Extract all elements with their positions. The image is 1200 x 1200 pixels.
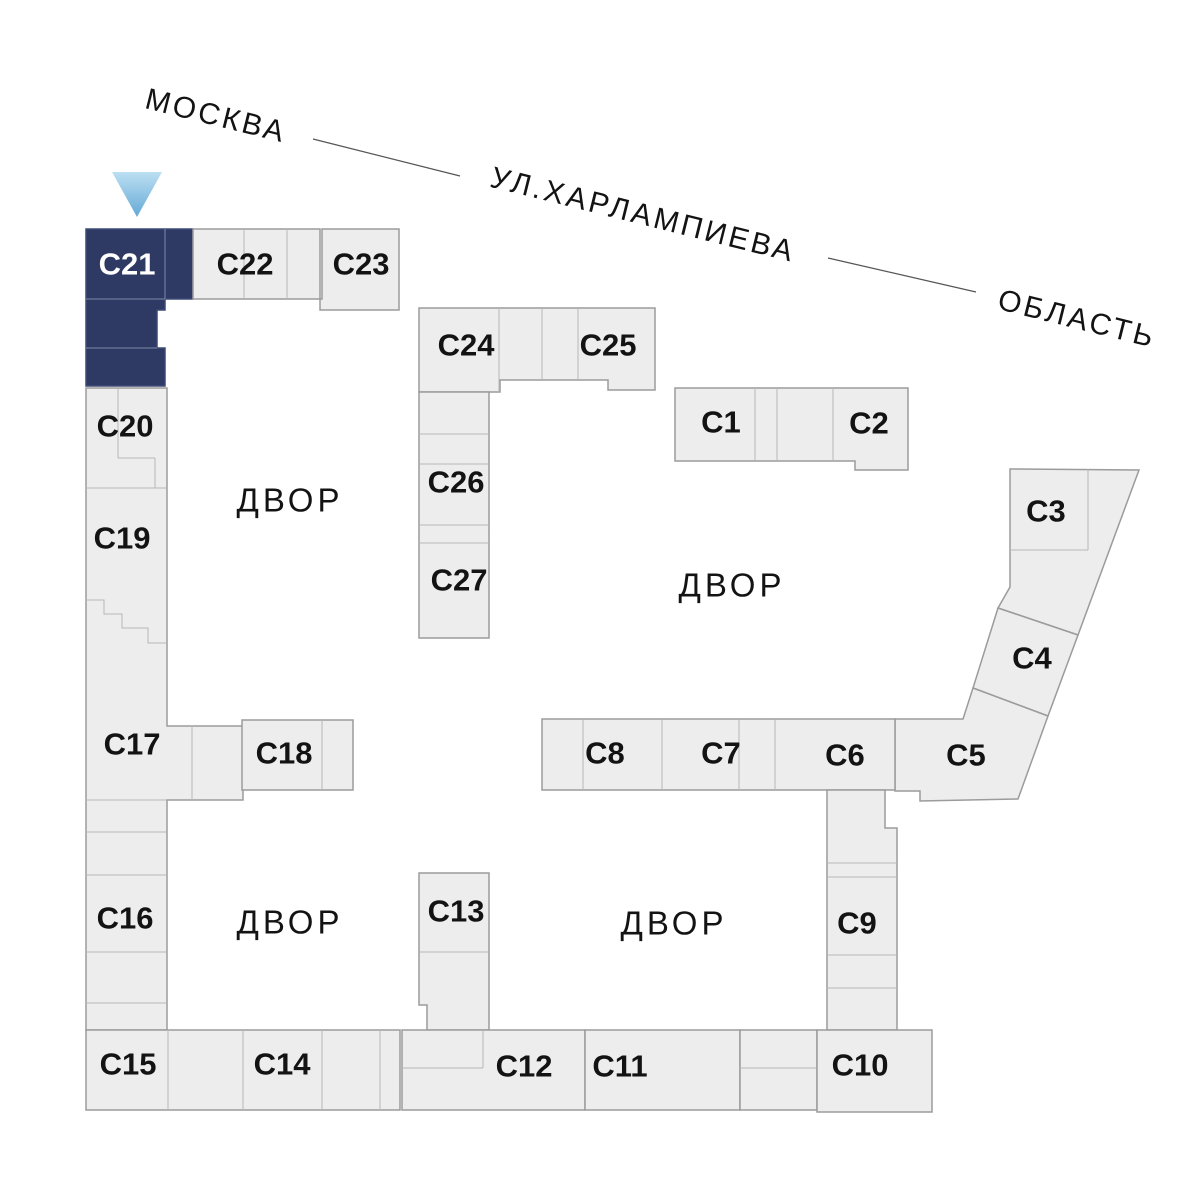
building-labels: C21 C22 C23 C24 C25 C26 C27 C1 C2 C3 C4 … <box>94 247 1066 1084</box>
building-label-c1: C1 <box>701 405 741 440</box>
building-label-c18: C18 <box>256 736 313 771</box>
unit-dividers-c24-c25 <box>498 308 579 392</box>
street-line-segment <box>312 138 461 177</box>
unit-dividers-c8-c7-c6 <box>582 719 776 790</box>
building-label-c2: C2 <box>849 406 889 441</box>
building-c11-c10-link[interactable] <box>739 1029 818 1111</box>
building-label-c27: C27 <box>431 563 488 598</box>
building-label-c26: C26 <box>428 465 485 500</box>
unit-dividers-c26-c27 <box>419 433 489 544</box>
street-label-name: УЛ.ХАРЛАМПИЕВА <box>487 161 799 269</box>
courtyard-labels: ДВОР ДВОР ДВОР ДВОР <box>237 482 786 942</box>
building-label-c7: C7 <box>701 736 741 771</box>
building-label-c23: C23 <box>333 247 390 282</box>
building-c12[interactable] <box>401 1029 586 1111</box>
street-line-segment <box>827 257 977 293</box>
building-label-c17: C17 <box>104 727 161 762</box>
building-label-c15: C15 <box>100 1047 157 1082</box>
unit-dividers-c21 <box>86 229 166 349</box>
building-c5[interactable] <box>894 687 1049 802</box>
street-label-region: ОБЛАСТЬ <box>995 283 1160 354</box>
selected-building-marker-icon <box>112 172 162 217</box>
building-label-c6: C6 <box>825 738 865 773</box>
building-label-c8: C8 <box>585 736 625 771</box>
building-label-c19: C19 <box>94 521 151 556</box>
building-label-c10: C10 <box>832 1048 889 1083</box>
building-label-c25: C25 <box>580 328 637 363</box>
building-label-c22: C22 <box>217 247 274 282</box>
building-label-c16: C16 <box>97 901 154 936</box>
building-c23[interactable] <box>319 228 400 311</box>
building-label-c3: C3 <box>1026 494 1066 529</box>
unit-dividers-c1-c2 <box>754 388 834 461</box>
building-label-c12: C12 <box>496 1049 553 1084</box>
building-label-c9: C9 <box>837 906 877 941</box>
unit-dividers-left-strip <box>86 388 193 1004</box>
courtyard-label-top-right: ДВОР <box>679 567 786 604</box>
buildings-layer <box>85 228 1141 1113</box>
building-label-c4: C4 <box>1012 641 1052 676</box>
building-c3[interactable] <box>996 468 1141 636</box>
building-c1-c2[interactable] <box>674 387 909 471</box>
building-label-c5: C5 <box>946 738 986 773</box>
unit-dividers-c22 <box>243 229 288 299</box>
courtyard-label-bottom-right: ДВОР <box>621 905 728 942</box>
building-c26-c27[interactable] <box>418 391 490 639</box>
unit-dividers-c3 <box>1010 469 1089 551</box>
unit-dividers-c15-c14 <box>167 1030 381 1110</box>
building-c18[interactable] <box>241 719 354 791</box>
building-label-c24: C24 <box>438 328 496 363</box>
courtyard-label-bottom-left: ДВОР <box>237 904 344 941</box>
building-label-c14: C14 <box>254 1047 312 1082</box>
building-label-c20: C20 <box>97 409 154 444</box>
unit-dividers-c9 <box>827 862 897 989</box>
building-c8-c7-c6[interactable] <box>541 718 896 791</box>
unit-dividers-c12 <box>402 1030 484 1069</box>
building-c10[interactable] <box>816 1029 933 1113</box>
courtyard-label-top-left: ДВОР <box>237 482 344 519</box>
building-label-c13: C13 <box>428 894 485 929</box>
building-label-c11: C11 <box>592 1049 647 1084</box>
street-label-moscow: МОСКВА <box>142 83 290 150</box>
building-label-c21: C21 <box>99 247 156 282</box>
